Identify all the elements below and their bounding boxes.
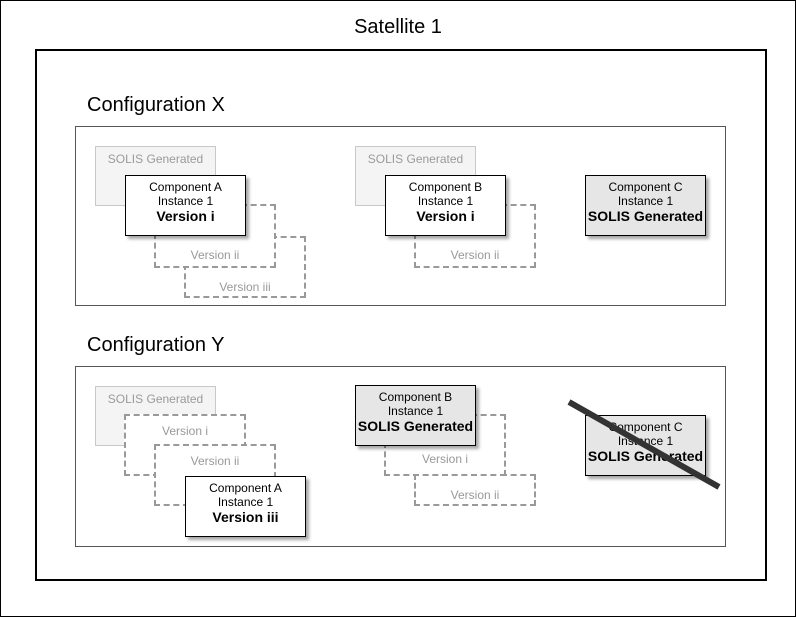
solis-generated-label: SOLIS Generated bbox=[367, 152, 464, 166]
satellite-boundary bbox=[35, 49, 767, 581]
solis-generated-label: SOLIS Generated bbox=[107, 152, 204, 166]
component-version: Version i bbox=[156, 208, 215, 224]
config-y-comp-b-version-ii-ghost: Version ii bbox=[414, 474, 536, 506]
component-name: Component A bbox=[149, 180, 222, 194]
component-instance: Instance 1 bbox=[417, 194, 474, 208]
config-x-component-c: Component C Instance 1 SOLIS Generated bbox=[585, 175, 706, 236]
ghost-version-label: Version ii bbox=[450, 488, 500, 502]
component-version: Version iii bbox=[212, 509, 279, 525]
component-instance: Instance 1 bbox=[217, 495, 274, 509]
ghost-version-label: Version iii bbox=[219, 280, 271, 294]
ghost-version-label: Version ii bbox=[190, 454, 240, 468]
component-name: Component C bbox=[608, 420, 683, 434]
component-name: Component A bbox=[209, 481, 282, 495]
ghost-version-label: Version i bbox=[161, 424, 209, 438]
ghost-version-label: Version ii bbox=[190, 248, 240, 262]
config-x-component-a: Component A Instance 1 Version i bbox=[125, 175, 246, 236]
config-x-title: Configuration X bbox=[87, 94, 225, 116]
component-version: SOLIS Generated bbox=[587, 208, 704, 224]
component-instance: Instance 1 bbox=[387, 404, 444, 418]
config-y-component-b: Component B Instance 1 SOLIS Generated bbox=[355, 385, 476, 446]
config-y-title: Configuration Y bbox=[87, 334, 225, 356]
config-x-component-b: Component B Instance 1 Version i bbox=[385, 175, 506, 236]
component-version: Version i bbox=[416, 208, 475, 224]
removed-strike-line bbox=[567, 399, 721, 490]
config-y-component-a: Component A Instance 1 Version iii bbox=[185, 476, 306, 537]
component-name: Component B bbox=[408, 180, 483, 194]
component-instance: Instance 1 bbox=[617, 194, 674, 208]
component-name: Component C bbox=[608, 180, 683, 194]
component-version: SOLIS Generated bbox=[357, 418, 474, 434]
solis-generated-label: SOLIS Generated bbox=[107, 392, 204, 406]
diagram-title: Satellite 1 bbox=[354, 16, 442, 38]
ghost-version-label: Version ii bbox=[450, 248, 500, 262]
component-instance: Instance 1 bbox=[157, 194, 214, 208]
ghost-version-label: Version i bbox=[421, 452, 469, 466]
component-name: Component B bbox=[378, 390, 453, 404]
